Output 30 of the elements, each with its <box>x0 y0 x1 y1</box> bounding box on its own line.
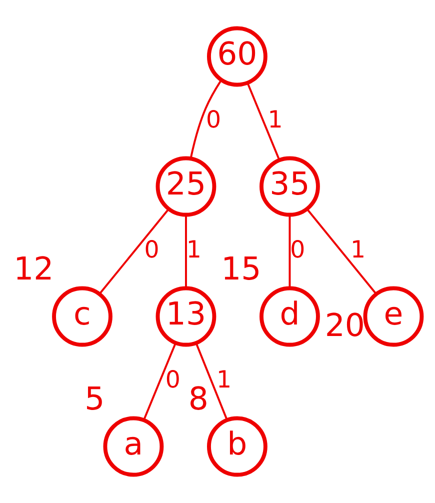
node-circle: 60 <box>207 26 268 87</box>
connector <box>185 214 187 288</box>
node-label: 15 <box>221 251 262 288</box>
connector <box>246 82 280 160</box>
edge-label: 1 <box>186 235 202 264</box>
edge-label: 0 <box>144 235 160 264</box>
node-circle: a <box>103 416 164 477</box>
edge-label: 1 <box>268 105 283 134</box>
node-circle: d <box>260 286 320 347</box>
node-label: 20 <box>324 308 365 344</box>
node-label: 12 <box>14 251 54 288</box>
node-label: 5 <box>84 381 105 418</box>
node-circle: c <box>52 286 112 347</box>
connector <box>190 80 222 159</box>
edge-label: 1 <box>350 235 366 264</box>
connector <box>195 342 228 420</box>
node-circle: b <box>207 416 268 477</box>
edge-label: 1 <box>216 365 232 394</box>
node-label: 8 <box>188 381 208 418</box>
node-circle: 13 <box>156 286 216 347</box>
connector <box>288 214 291 288</box>
connector <box>306 208 377 295</box>
connector <box>142 342 177 420</box>
edge-label: 0 <box>290 235 306 264</box>
edge-label: 0 <box>206 105 222 134</box>
node-circle: 25 <box>156 156 216 217</box>
node-circle: e <box>363 286 424 347</box>
connector <box>98 208 170 295</box>
node-circle: 35 <box>260 156 320 217</box>
edge-label: 0 <box>165 365 180 394</box>
